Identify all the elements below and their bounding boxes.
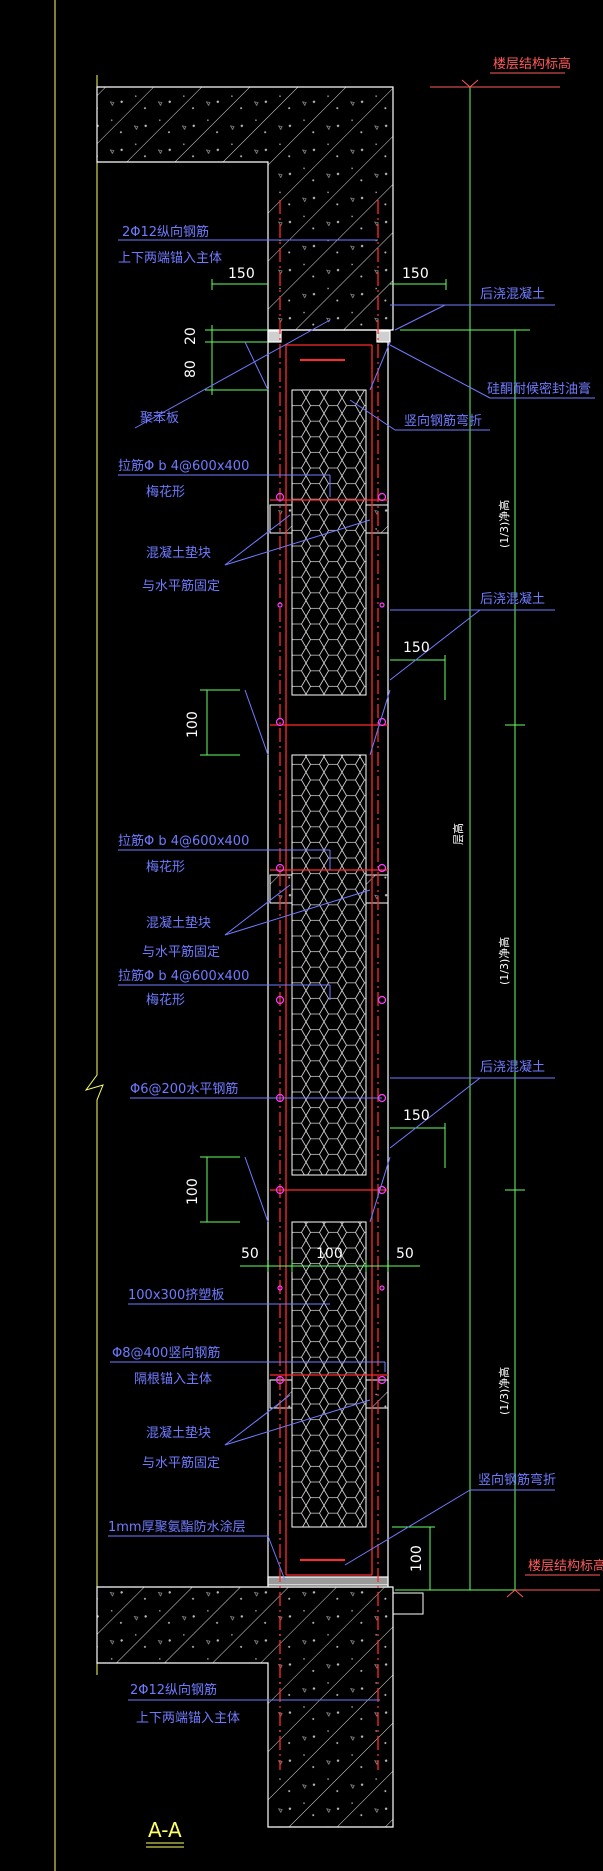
rebar [270, 200, 388, 1770]
dim-100-left-a: 100 [185, 711, 201, 738]
post-cast-concrete-label-3: 后浇混凝土 [480, 1059, 545, 1075]
tie-bar-label-2a: 拉筋Φ b 4@600x400 [118, 833, 249, 849]
dim-150-top-left: 150 [228, 266, 255, 282]
vertical-bar-label-2: 隔根锚入主体 [134, 1372, 212, 1387]
spacer-label-2b: 与水平筋固定 [142, 944, 220, 960]
long-bar-top-label-2: 上下两端锚入主体 [118, 251, 222, 266]
dim-80: 80 [183, 360, 199, 378]
top-floor-elevation-label: 楼层结构标高 [493, 56, 571, 72]
elevation-markers [430, 72, 600, 1598]
long-bar-top-label-1: 2Φ12纵向钢筋 [122, 224, 209, 240]
top-slab [96, 86, 394, 331]
wall-body [267, 329, 391, 1588]
rebar-dots [275, 492, 387, 1385]
third-clear-height-label-2: (1/3)净高 [497, 937, 511, 985]
spacer-label-2a: 混凝土垫块 [146, 915, 211, 931]
dim-150-right-c: 150 [403, 640, 430, 656]
spacer-label-3b: 与水平筋固定 [142, 1455, 220, 1471]
section-outline [54, 0, 104, 1871]
long-bar-bottom-label-2: 上下两端锚入主体 [136, 1711, 240, 1726]
dim-20: 20 [183, 327, 199, 345]
horizontal-bar-label: Φ6@200水平钢筋 [130, 1081, 238, 1097]
post-cast-concrete-label-2: 后浇混凝土 [480, 591, 545, 607]
third-clear-height-label-1: (1/3)净高 [497, 500, 511, 548]
tie-bar-label-2b: 梅花形 [146, 859, 185, 875]
floor-height-label: 层高 [451, 823, 465, 845]
long-bar-bottom-label-1: 2Φ12纵向钢筋 [130, 1682, 217, 1698]
post-cast-concrete-label-1: 后浇混凝土 [480, 286, 545, 302]
third-clear-height-label-3: (1/3)净高 [497, 1367, 511, 1415]
vertical-bar-label-1: Φ8@400竖向钢筋 [112, 1345, 220, 1361]
vertical-bar-bend-label-2: 竖向钢筋弯折 [478, 1472, 556, 1488]
break-lines [244, 341, 391, 1223]
section-title: A-A [148, 1818, 182, 1842]
leader-lines [108, 239, 595, 1701]
tie-bar-label-3b: 梅花形 [146, 992, 185, 1008]
dim-150-right-d: 150 [403, 1108, 430, 1124]
dim-150-top-right: 150 [402, 266, 429, 282]
spacer-label-3a: 混凝土垫块 [146, 1425, 211, 1441]
tie-bar-label-1a: 拉筋Φ b 4@600x400 [118, 458, 249, 474]
vertical-bar-bend-label-1: 竖向钢筋弯折 [404, 413, 482, 429]
bottom-slab [96, 1586, 424, 1828]
dim-100-bottom-right: 100 [409, 1545, 425, 1572]
tie-bar-label-3a: 拉筋Φ b 4@600x400 [118, 968, 249, 984]
spacer-label-1a: 混凝土垫块 [146, 545, 211, 561]
dim-100-left-b: 100 [185, 1178, 201, 1205]
bottom-floor-elevation-label: 楼层结构标高 [528, 1558, 603, 1574]
silicone-sealant-label: 硅酮耐候密封油膏 [487, 381, 591, 397]
eps-board-label: 100x300挤塑板 [128, 1288, 224, 1303]
dim-50-left: 50 [241, 1246, 259, 1262]
dim-100-center: 100 [316, 1246, 343, 1262]
eps-boards [291, 389, 367, 1528]
dimension-lines [200, 87, 530, 1591]
foam-board-label: 聚苯板 [140, 411, 179, 426]
waterproof-coating-label: 1mm厚聚氨酯防水涂层 [108, 1519, 246, 1535]
tie-bar-label-1b: 梅花形 [146, 484, 185, 500]
spacer-label-1b: 与水平筋固定 [142, 578, 220, 594]
dim-50-right: 50 [396, 1246, 414, 1262]
